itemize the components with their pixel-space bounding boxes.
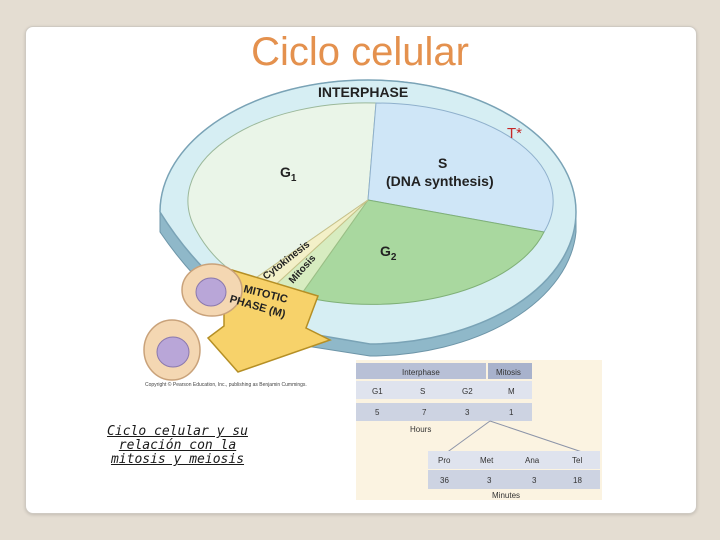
t-mark: T* xyxy=(507,125,522,142)
mitosis-phase-pro: Pro xyxy=(438,456,451,465)
minutes-pro: 36 xyxy=(440,476,449,485)
phase-g2: G2 xyxy=(462,387,473,396)
mitosis-phase-tel: Tel xyxy=(572,456,582,465)
interphase-label: INTERPHASE xyxy=(318,84,408,100)
hours-label: Hours xyxy=(410,425,431,434)
hours-s: 7 xyxy=(422,408,427,417)
minutes-tel: 18 xyxy=(573,476,582,485)
phase-g1: G1 xyxy=(372,387,383,396)
s-sector xyxy=(367,102,554,233)
phase-duration-table: Interphase Mitosis G1 S G2 M 5 7 3 1 Hou… xyxy=(356,360,602,500)
phase-m: M xyxy=(508,387,515,396)
hours-m: 1 xyxy=(509,408,514,417)
cell-left xyxy=(181,263,243,317)
hours-g1: 5 xyxy=(375,408,380,417)
copyright-note: Copyright © Pearson Education, Inc., pub… xyxy=(145,381,307,388)
g2-sector xyxy=(299,199,545,305)
g1-label: G1 xyxy=(280,164,297,184)
minutes-ana: 3 xyxy=(532,476,537,485)
phase-table-graphic: Interphase Mitosis G1 S G2 M 5 7 3 1 Hou… xyxy=(356,363,600,500)
header-mitosis: Mitosis xyxy=(496,368,521,377)
header-interphase: Interphase xyxy=(402,368,440,377)
s-description: (DNA synthesis) xyxy=(386,173,494,189)
minutes-met: 3 xyxy=(487,476,492,485)
cell-cycle-link[interactable]: Ciclo celular y su relación con la mitos… xyxy=(107,424,248,467)
phase-s: S xyxy=(420,387,425,396)
mitosis-phase-ana: Ana xyxy=(525,456,540,465)
minutes-label: Minutes xyxy=(492,491,520,500)
s-label: S xyxy=(438,155,447,171)
hours-g2: 3 xyxy=(465,408,470,417)
g1-sector xyxy=(187,102,377,283)
mitosis-phase-met: Met xyxy=(480,456,494,465)
slide-title: Ciclo celular xyxy=(251,30,469,74)
cell-bottom xyxy=(143,319,201,381)
g2-label: G2 xyxy=(380,243,397,263)
